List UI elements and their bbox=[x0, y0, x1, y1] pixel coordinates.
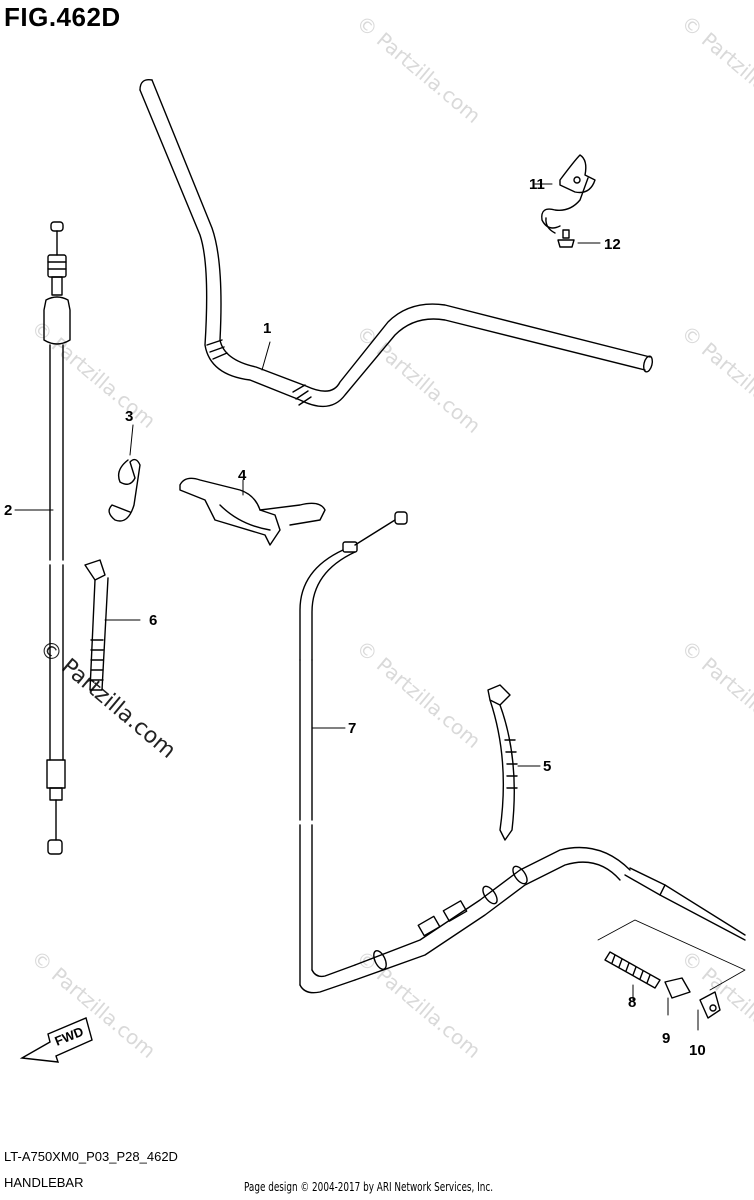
callout-numbers: 1 2 3 4 5 6 7 8 9 10 11 12 bbox=[4, 176, 706, 1059]
callout-1: 1 bbox=[263, 320, 271, 337]
fwd-direction-arrow: FWD bbox=[19, 1017, 93, 1063]
callout-12: 12 bbox=[604, 236, 621, 253]
model-code: LT-A750XM0_P03_P28_462D bbox=[4, 1149, 178, 1164]
watermark-text: © Partzilla.com bbox=[677, 320, 754, 438]
callout-2: 2 bbox=[4, 502, 12, 519]
clamp-drawing bbox=[179, 477, 326, 546]
band-left-drawing bbox=[84, 559, 141, 691]
watermark-text: © Partzilla.com bbox=[352, 635, 486, 753]
callout-9: 9 bbox=[662, 1030, 670, 1047]
watermark-text: © Partzilla.com bbox=[352, 10, 486, 128]
watermark-text: © Partzilla.com bbox=[27, 315, 161, 433]
handlebar-drawing bbox=[139, 79, 654, 408]
small-parts-group-drawing bbox=[597, 919, 746, 1031]
watermark-text-dark: © Partzilla.com bbox=[34, 635, 180, 763]
callout-10: 10 bbox=[689, 1042, 706, 1059]
callout-5: 5 bbox=[543, 758, 551, 775]
page-credit: Page design © 2004-2017 by ARI Network S… bbox=[244, 1180, 494, 1194]
watermark-text: © Partzilla.com bbox=[677, 635, 754, 753]
callout-4: 4 bbox=[238, 467, 247, 484]
watermark-layer: © Partzilla.com © Partzilla.com © Partzi… bbox=[27, 10, 754, 1063]
bracket-drawing bbox=[534, 154, 596, 234]
right-cable-drawing bbox=[299, 511, 746, 994]
section-name: HANDLEBAR bbox=[4, 1175, 84, 1190]
watermark-text: © Partzilla.com bbox=[352, 945, 486, 1063]
bolt-drawing bbox=[557, 229, 601, 248]
figure-title: FIG.462D bbox=[4, 2, 121, 32]
callout-6: 6 bbox=[149, 612, 157, 629]
watermark-text: © Partzilla.com bbox=[677, 10, 754, 128]
watermark-text: © Partzilla.com bbox=[352, 320, 486, 438]
band-right-drawing bbox=[487, 684, 541, 841]
callout-3: 3 bbox=[125, 408, 133, 425]
callout-8: 8 bbox=[628, 994, 636, 1011]
clip-drawing bbox=[108, 424, 141, 522]
left-cable-drawing bbox=[14, 221, 71, 855]
callout-7: 7 bbox=[348, 720, 356, 737]
callout-11: 11 bbox=[529, 176, 545, 193]
